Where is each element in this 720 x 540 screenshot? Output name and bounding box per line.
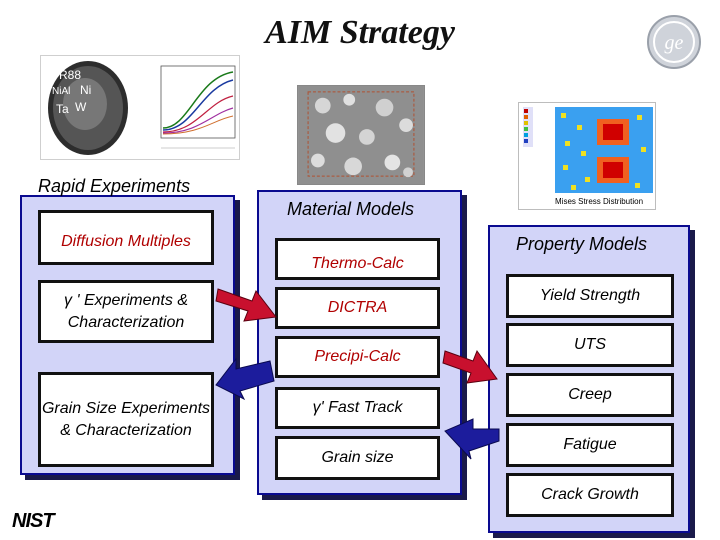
concentration-profile-plot [160, 65, 236, 149]
material-models-heading: Material Models [287, 199, 415, 219]
ge-logo: ge [647, 15, 701, 69]
blue-arrow-to-material-models [444, 418, 500, 460]
fatigue-box: Fatigue [506, 423, 674, 467]
microstructure-micrograph [297, 85, 425, 185]
rapid-experiments-heading: Rapid Experiments [38, 176, 191, 196]
crack-growth-box: Crack Growth [506, 473, 674, 517]
gamma-prime-experiments-box: γ ' Experiments & Characterization [38, 280, 214, 343]
red-arrow-to-property-models [442, 349, 498, 384]
diffusion-disk-image [48, 61, 128, 155]
gamma-prime-fast-track-box: γ' Fast Track [275, 387, 440, 429]
disk-label-w: W [75, 100, 87, 114]
blue-arrow-to-rapid-experiments [215, 357, 275, 401]
diffusion-multiples-box: Diffusion Multiples [38, 210, 214, 265]
thermo-calc-box: Thermo-Calc [275, 238, 440, 280]
creep-box: Creep [506, 373, 674, 417]
slide-title: AIM Strategy [265, 14, 455, 51]
grain-size-model-box: Grain size [275, 436, 440, 480]
grain-size-experiments-box: Grain Size Experiments & Characterizatio… [38, 372, 214, 467]
precipi-calc-box: Precipi-Calc [275, 336, 440, 378]
stress-map-caption: Mises Stress Distribution [555, 197, 644, 206]
property-models-heading: Property Models [516, 234, 648, 254]
disk-label-ni: Ni [80, 83, 92, 97]
svg-text:ge: ge [665, 32, 684, 54]
disk-label-nial: NiAl [52, 86, 71, 97]
alloy-disk-photo: R88 NiAl Ni Ta W [40, 55, 240, 160]
uts-box: UTS [506, 323, 674, 367]
yield-strength-box: Yield Strength [506, 274, 674, 318]
stress-map-image [523, 107, 653, 193]
nist-logo: NIST [12, 510, 55, 532]
red-arrow-to-material-models [215, 288, 277, 322]
stress-distribution-map: Mises Stress Distribution [518, 102, 656, 210]
disk-label-r88: R88 [59, 68, 82, 82]
dictra-box: DICTRA [275, 287, 440, 329]
disk-label-ta: Ta [56, 102, 69, 116]
